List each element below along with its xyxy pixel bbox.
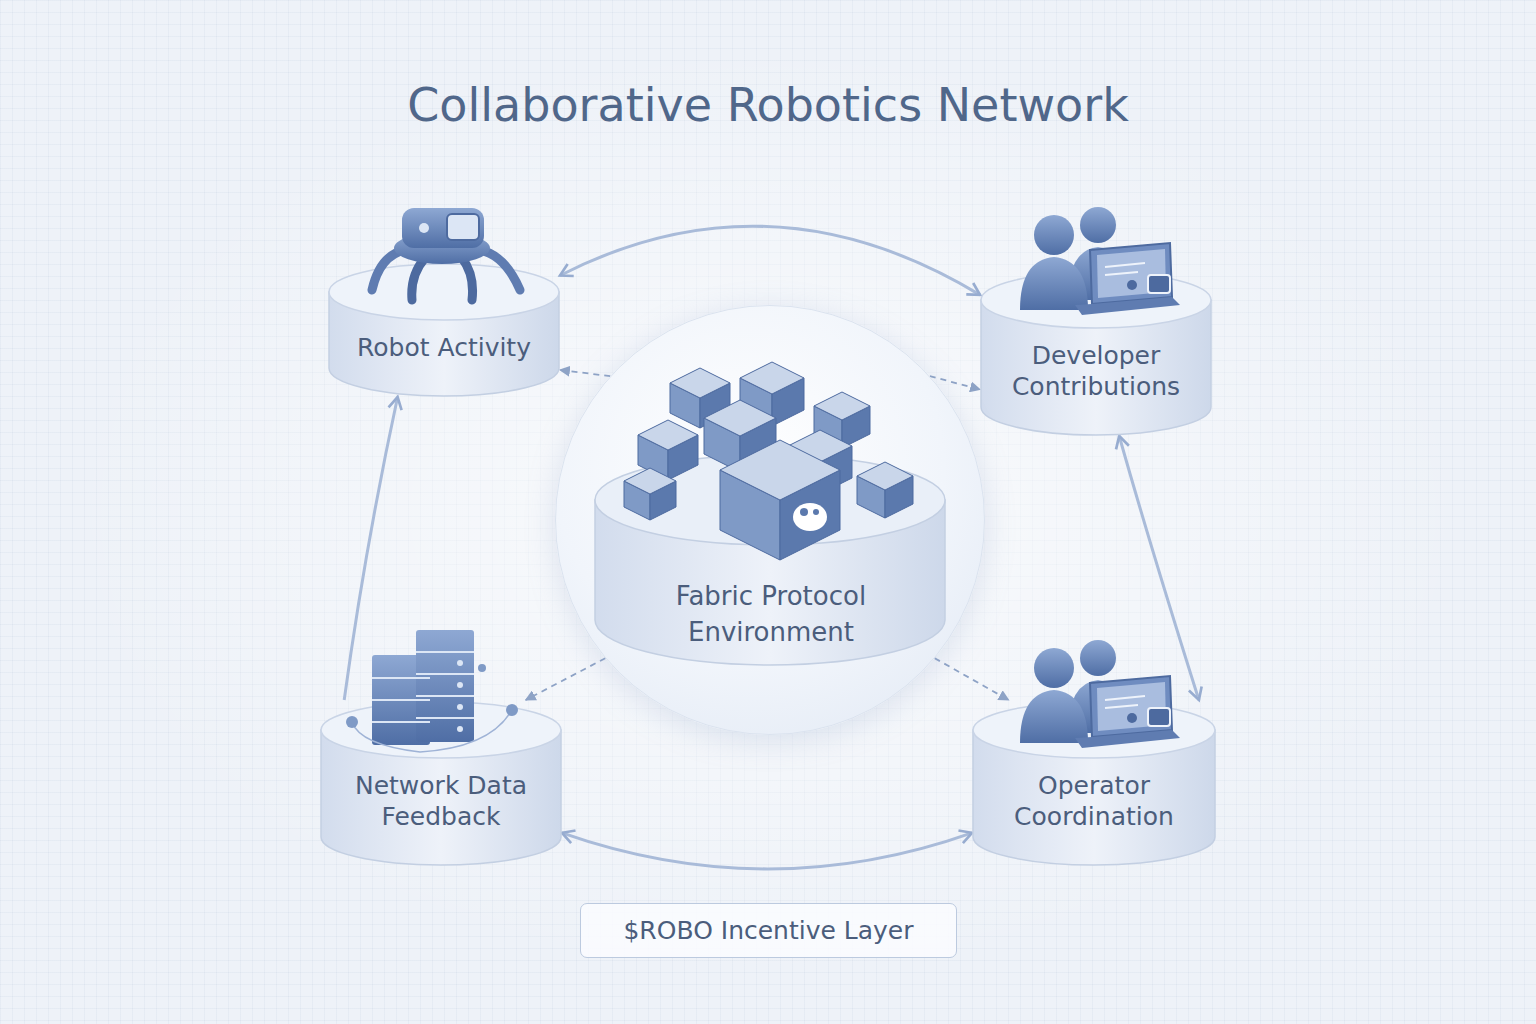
node-label: Fabric Protocol Environment [631, 578, 911, 650]
dashed-arrow [526, 658, 606, 700]
cylinder-shape [328, 262, 560, 397]
robot-activity-platform: Robot Activity [328, 262, 560, 397]
data-feedback-platform: Network Data Feedback [320, 700, 562, 866]
protocol-sphere: Fabric Protocol Environment [555, 305, 985, 735]
cycle-arrow [1119, 436, 1199, 700]
diagram-title: Collaborative Robotics Network [0, 78, 1536, 132]
node-label: $ROBO Incentive Layer [623, 915, 913, 946]
node-label: Robot Activity [346, 332, 542, 363]
cycle-arrow [344, 397, 397, 700]
node-label: Developer Contributions [998, 340, 1194, 402]
developer-platform: Developer Contributions [980, 270, 1212, 436]
node-label: Network Data Feedback [338, 770, 544, 832]
incentive-box: $ROBO Incentive Layer [580, 903, 957, 958]
node-label: Operator Coordination [990, 770, 1198, 832]
dashed-arrow [560, 370, 610, 376]
dashed-arrow [935, 658, 1009, 700]
operator-platform: Operator Coordination [972, 700, 1216, 866]
cycle-arrow [560, 226, 980, 295]
cycle-arrow [562, 833, 972, 869]
